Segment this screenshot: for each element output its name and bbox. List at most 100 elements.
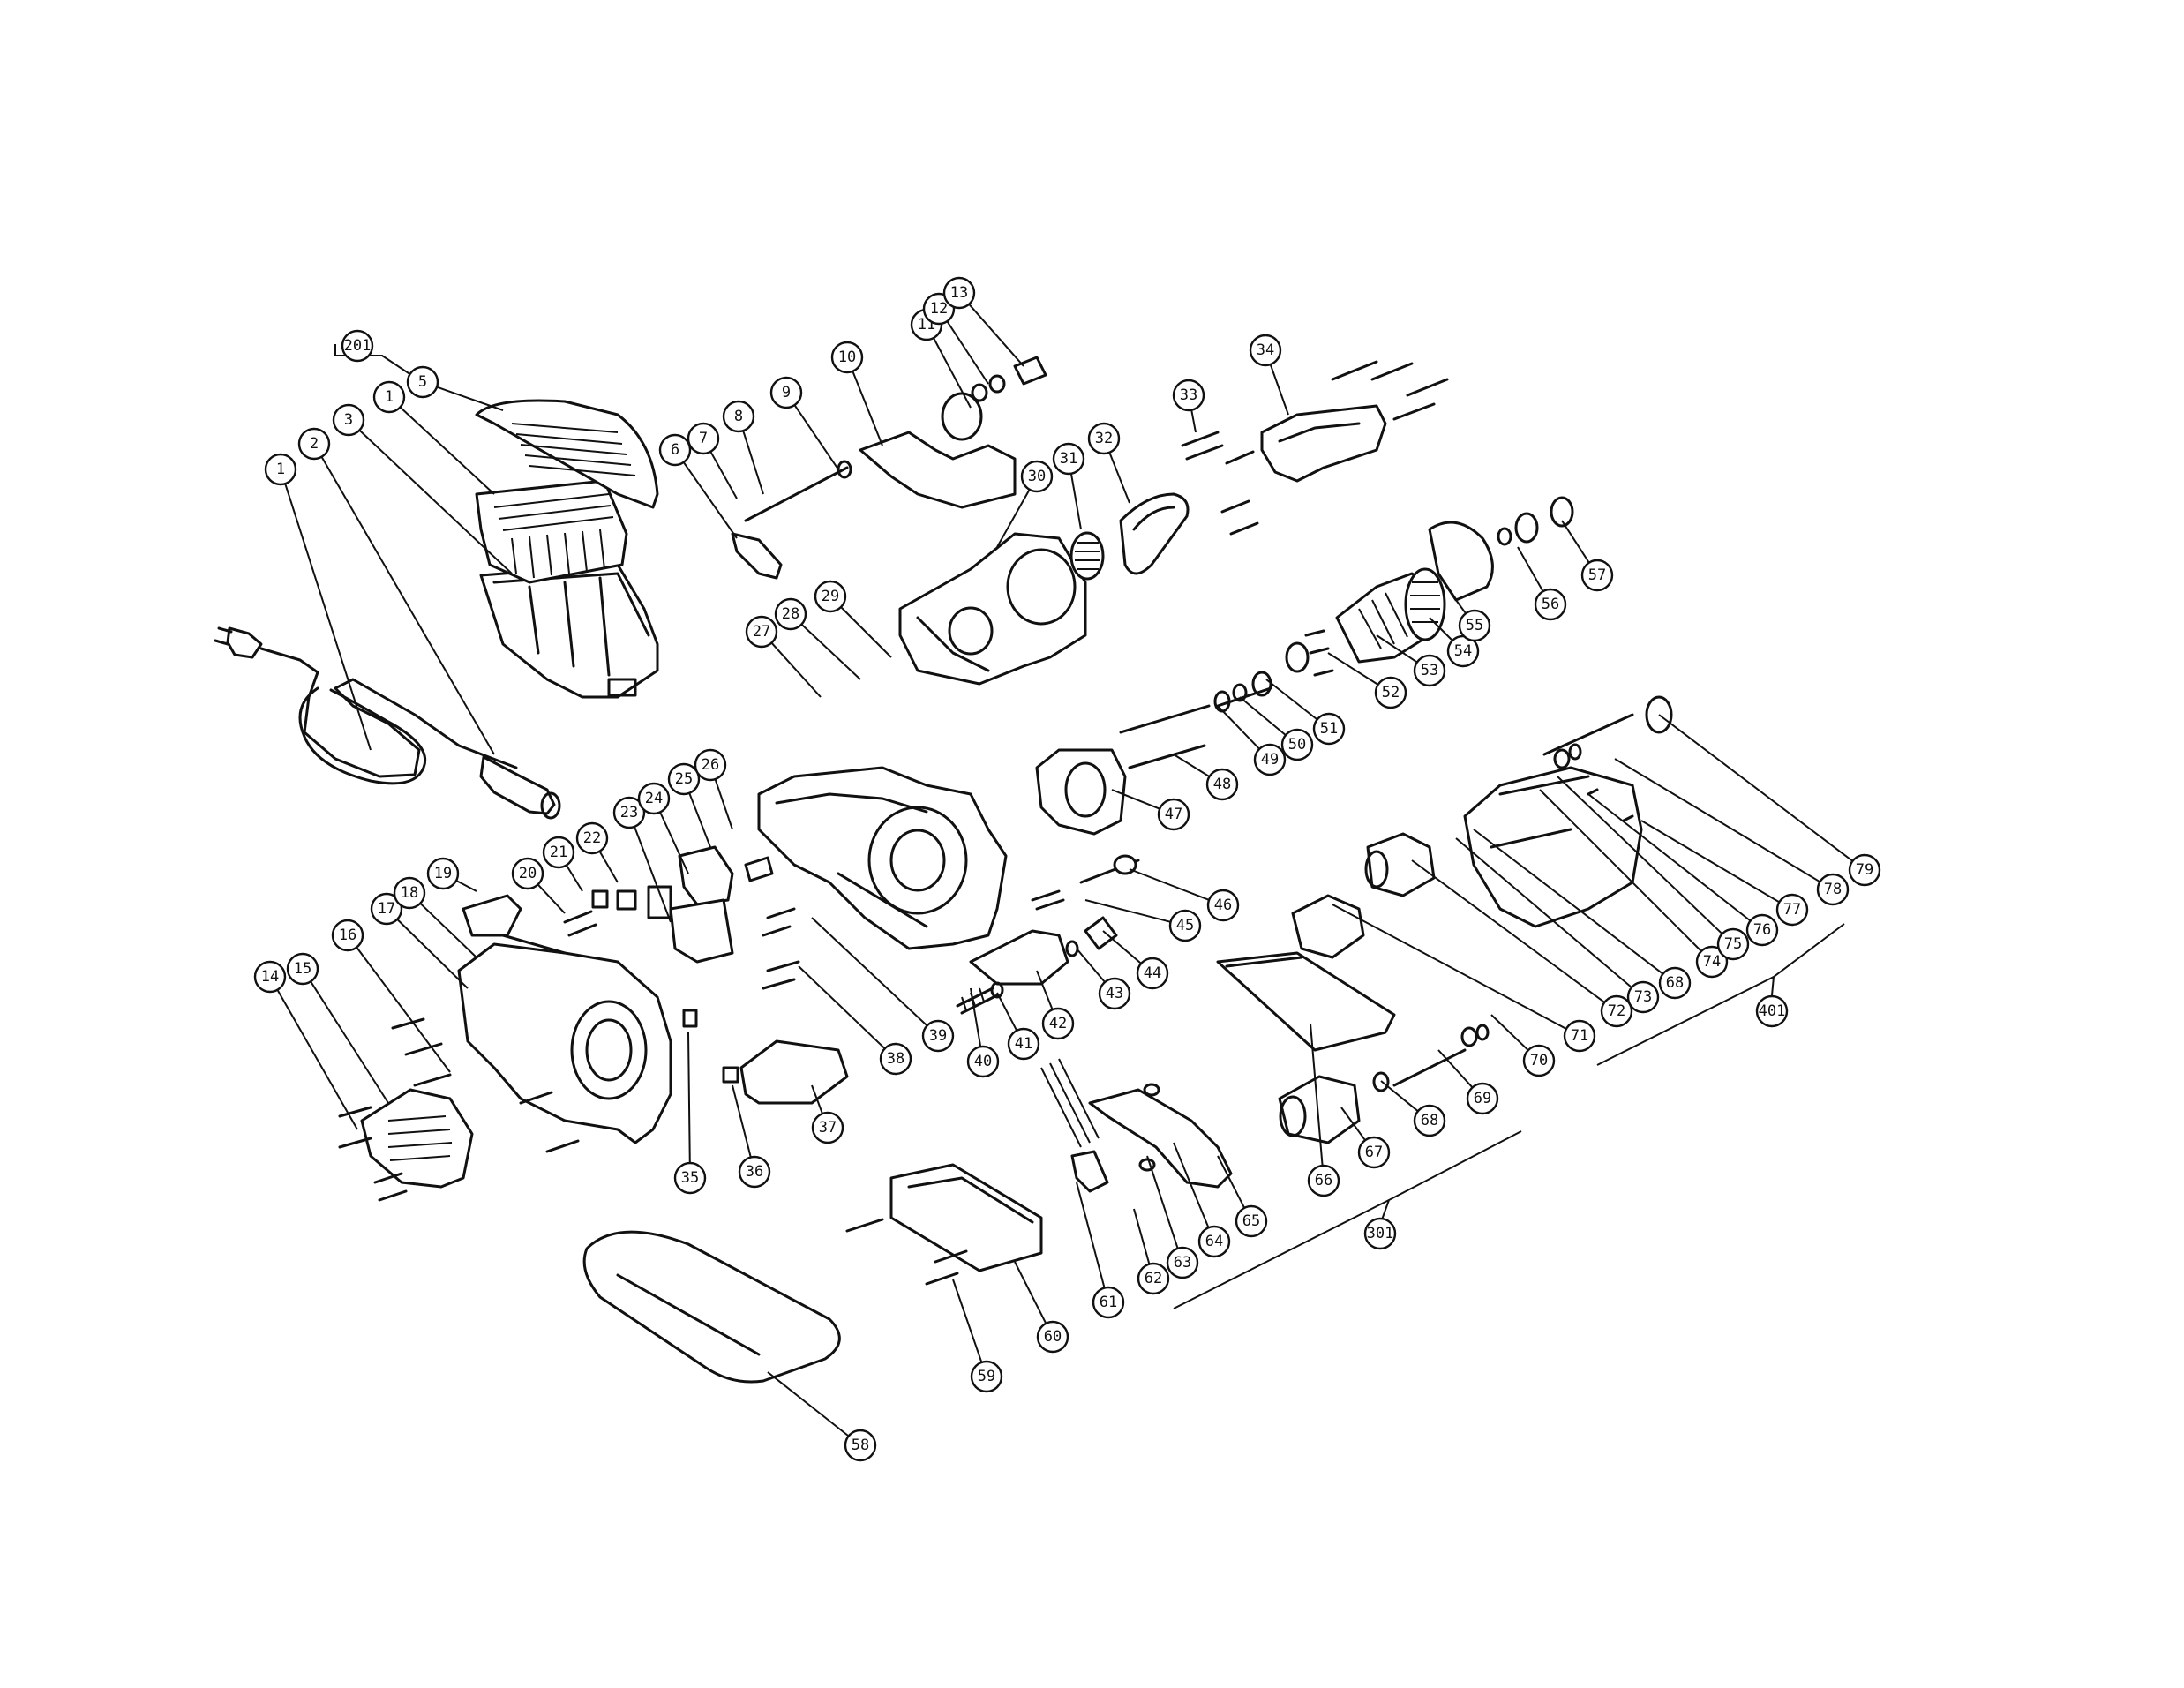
callout-circle <box>1092 1286 1125 1319</box>
callout-circle <box>1312 712 1346 746</box>
leader-line <box>732 1084 752 1158</box>
callout-circle <box>1052 442 1085 476</box>
leader-line <box>687 1032 691 1164</box>
callout-circle <box>1036 1320 1069 1354</box>
callout-circle <box>722 400 755 433</box>
callout-60: 60 <box>1036 1320 1069 1354</box>
callout-label: 19 <box>434 865 452 882</box>
callout-circle <box>511 857 544 890</box>
callout-label: 301 <box>1367 1225 1394 1242</box>
callout-circle <box>942 276 976 310</box>
callout-circle <box>1695 945 1729 979</box>
callout-53: 53 <box>1413 654 1446 687</box>
callout-label: 17 <box>378 900 395 918</box>
callout-45: 45 <box>1168 909 1202 942</box>
callout-63: 63 <box>1166 1246 1199 1279</box>
callout-67: 67 <box>1357 1136 1391 1169</box>
callout-circle <box>1205 768 1239 801</box>
callout-label: 64 <box>1205 1233 1223 1250</box>
leader-line <box>811 1084 823 1114</box>
callout-36: 36 <box>738 1155 771 1189</box>
tension-springs-and-shafts <box>956 854 1140 1015</box>
dust-box <box>479 563 659 699</box>
callout-circle <box>1413 654 1446 687</box>
leader-line <box>396 919 469 989</box>
callout-2: 2 <box>297 427 331 461</box>
callout-circle <box>1087 422 1121 455</box>
callout-label: 48 <box>1213 776 1231 793</box>
callout-label: 16 <box>339 927 356 944</box>
callout-circle <box>658 433 692 467</box>
callout-16: 16 <box>331 919 364 952</box>
callout-circle <box>1658 966 1692 1000</box>
callout-label: 20 <box>519 865 537 882</box>
callout-circle <box>1157 798 1190 831</box>
callout-label: 36 <box>746 1163 763 1181</box>
callout-circle <box>1307 1164 1340 1197</box>
callout-label: 1 <box>385 388 394 406</box>
screws-rear-handle <box>1181 431 1259 536</box>
callout-66: 66 <box>1307 1164 1340 1197</box>
callout-circle <box>372 380 406 414</box>
callout-64: 64 <box>1197 1225 1231 1258</box>
callout-label: 55 <box>1466 617 1483 634</box>
callout-37: 37 <box>811 1111 844 1144</box>
callout-label: 8 <box>734 408 743 425</box>
callout-58: 58 <box>844 1429 877 1462</box>
callout-label: 59 <box>978 1368 995 1385</box>
callout-label: 37 <box>819 1119 837 1137</box>
callout-circle <box>694 748 727 782</box>
leader-line <box>356 947 451 1073</box>
leader-line <box>1310 1023 1324 1167</box>
leader-line <box>1380 1080 1419 1112</box>
callout-69: 69 <box>1466 1082 1499 1115</box>
callout-circle <box>1357 1136 1391 1169</box>
leader-line <box>1190 409 1197 433</box>
callout-label: 3 <box>344 411 353 429</box>
leader-line <box>1133 1208 1151 1264</box>
callout-label: 45 <box>1176 917 1194 934</box>
callout-circle <box>1280 728 1314 761</box>
leader-line <box>1014 1261 1047 1324</box>
leader-line <box>1111 789 1160 810</box>
callout-43: 43 <box>1098 977 1131 1010</box>
callout-label: 63 <box>1174 1254 1191 1272</box>
callout-label: 22 <box>583 829 601 847</box>
callout-label: 61 <box>1100 1294 1117 1311</box>
callout-label: 60 <box>1044 1328 1062 1346</box>
callout-label: 66 <box>1315 1172 1332 1189</box>
callout-circle <box>286 952 319 986</box>
leader-line <box>1108 452 1130 504</box>
switch-components <box>563 845 774 964</box>
callout-circle <box>921 1019 955 1053</box>
callout-circle <box>1716 927 1750 961</box>
callout-circle <box>769 376 803 409</box>
callout-79: 79 <box>1848 853 1881 887</box>
callout-label: 29 <box>822 588 839 605</box>
leader-line <box>811 917 928 1027</box>
callout-label: 21 <box>550 844 567 861</box>
callout-circle <box>1848 853 1881 887</box>
callout-circle <box>1098 977 1131 1010</box>
leader-line <box>358 429 513 574</box>
sanding-belt <box>582 1230 841 1384</box>
leader-line <box>952 1279 983 1363</box>
leader-line <box>996 489 1031 548</box>
callout-circle <box>637 782 671 815</box>
callout-73: 73 <box>1626 980 1660 1014</box>
main-housing <box>757 766 1069 986</box>
power-cord <box>214 626 518 785</box>
callout-circle <box>341 329 374 363</box>
callout-label: 34 <box>1257 341 1274 359</box>
callout-circle <box>406 365 439 399</box>
callout-circle <box>1041 1007 1075 1040</box>
callout-label: 70 <box>1530 1052 1548 1069</box>
leader-line <box>1146 1155 1179 1249</box>
callout-76: 76 <box>1745 913 1779 947</box>
callout-29: 29 <box>814 580 847 613</box>
callout-circle <box>1816 873 1850 906</box>
callout-circle <box>774 597 807 631</box>
callout-label: 65 <box>1242 1212 1260 1230</box>
callout-circle <box>1363 1217 1397 1250</box>
